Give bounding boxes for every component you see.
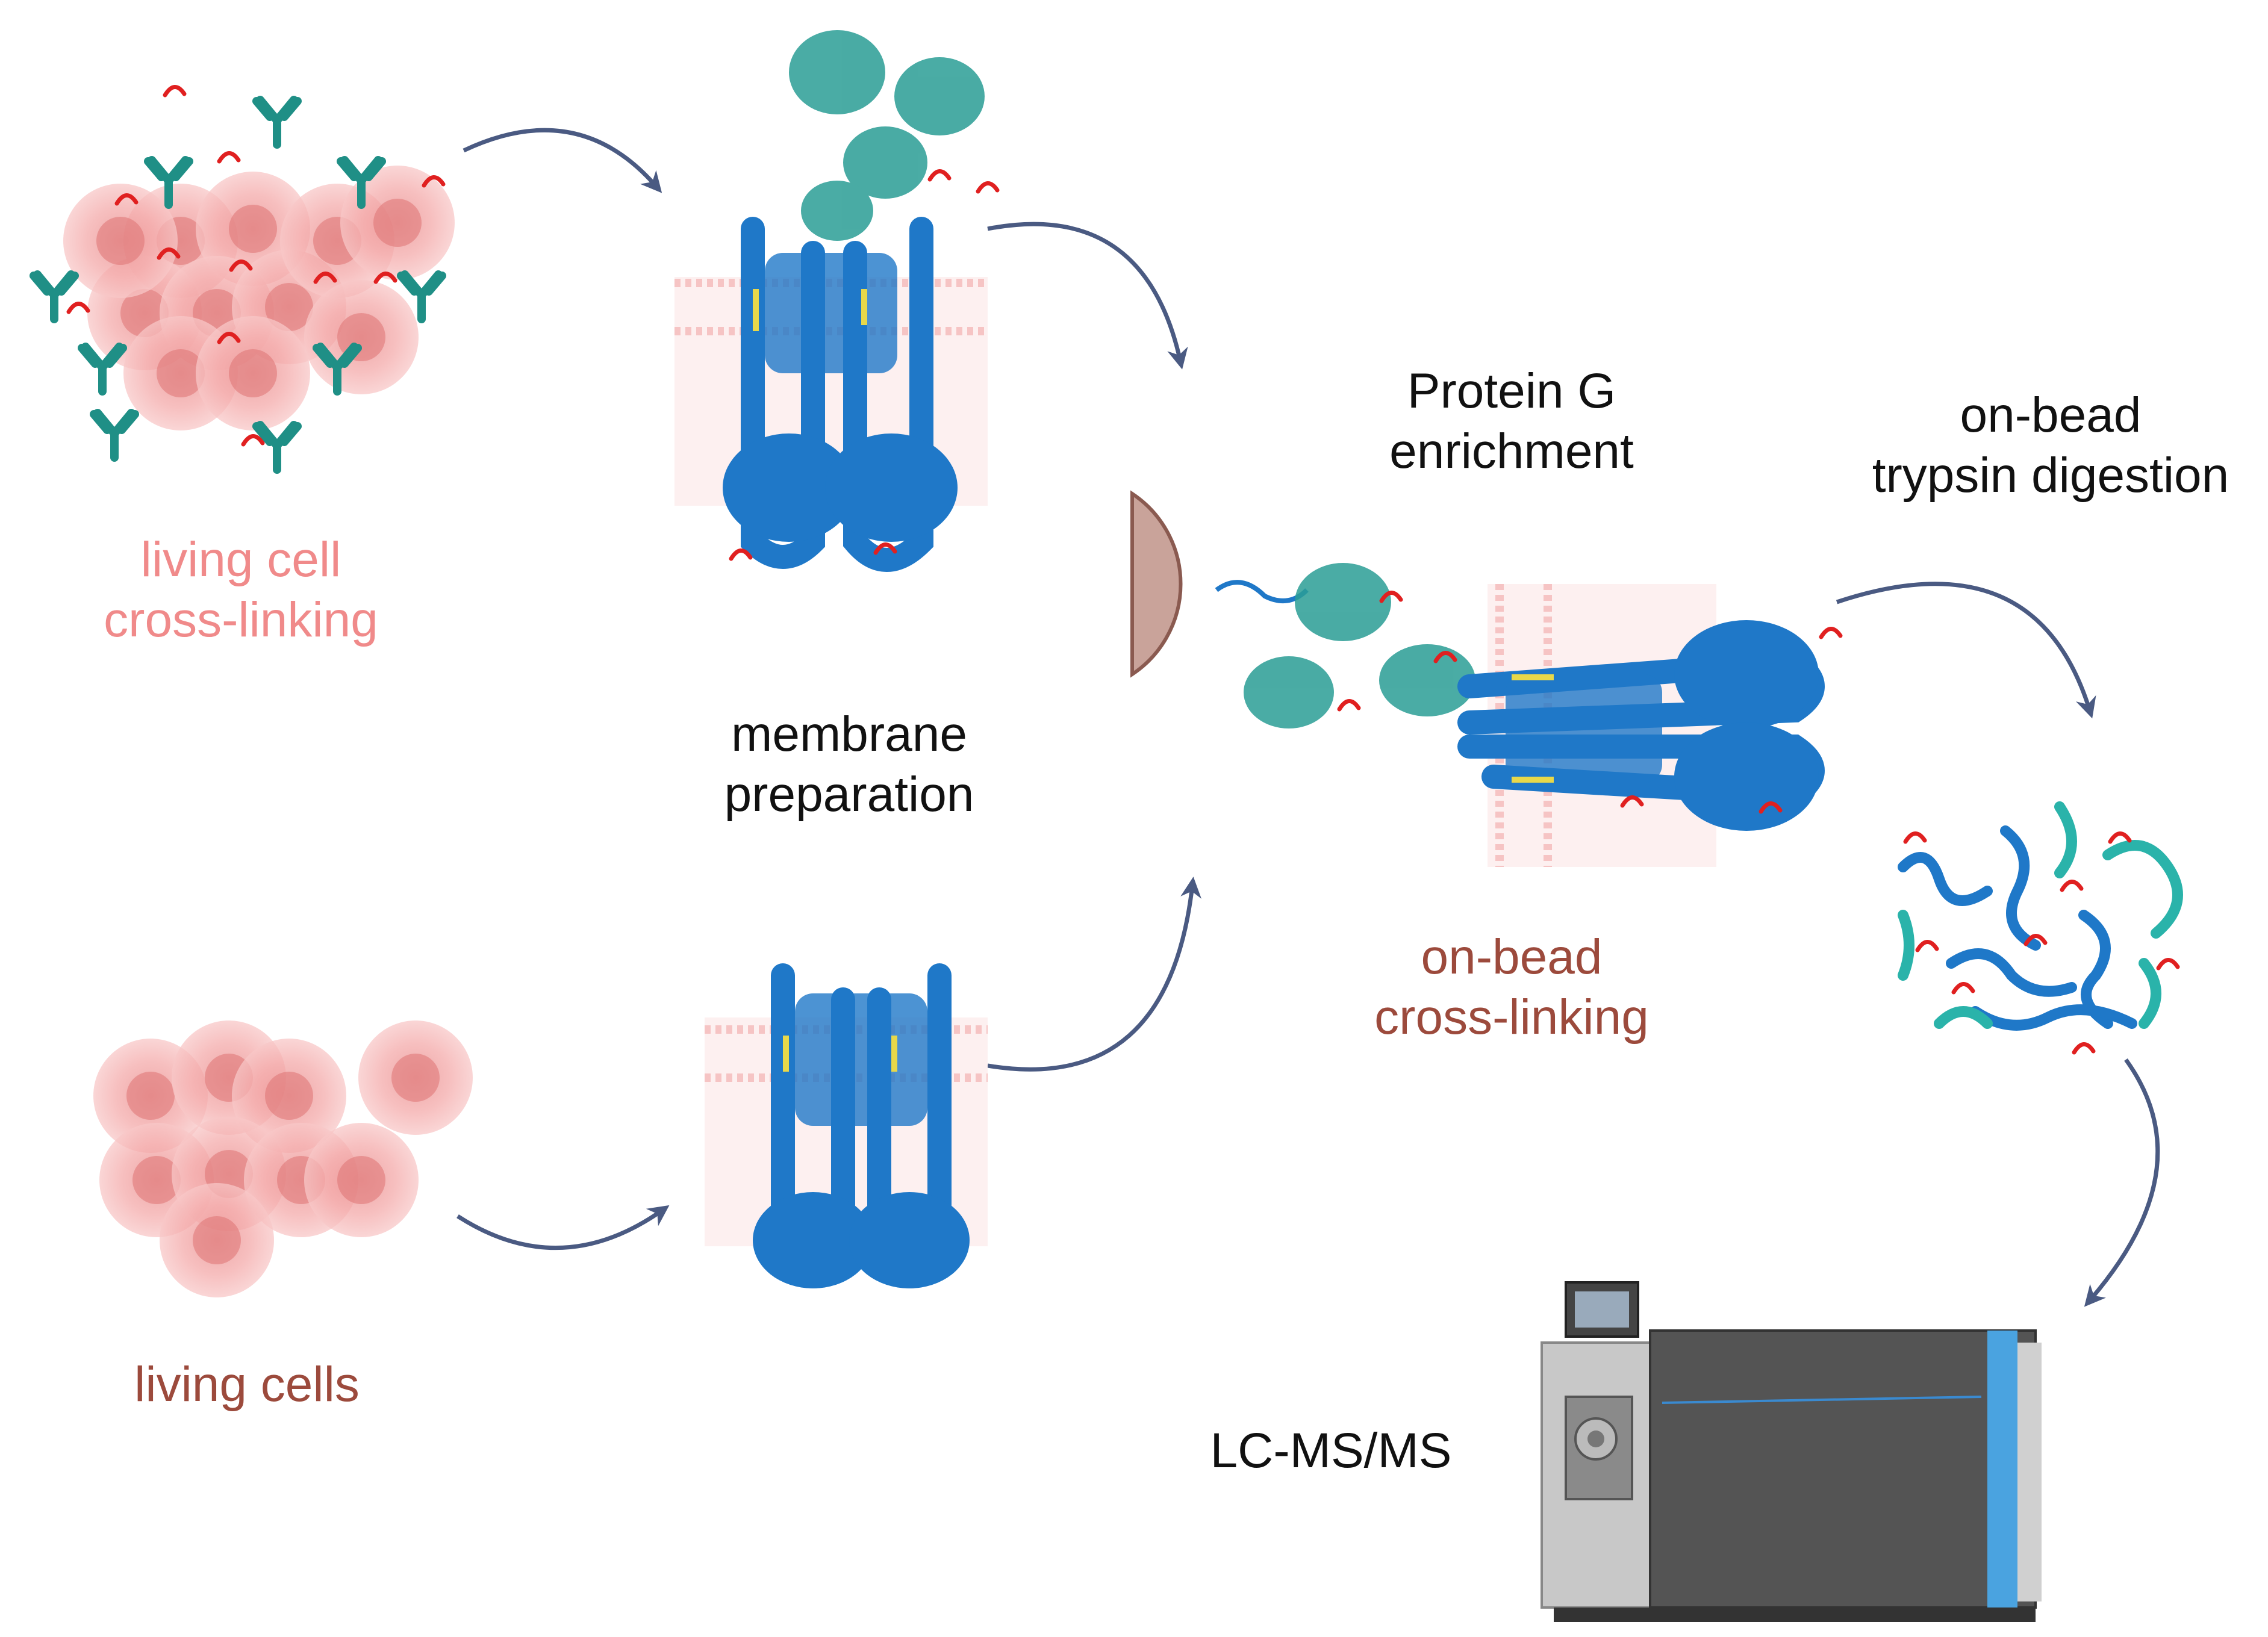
peptide-fragments-icon: [1898, 801, 2183, 1031]
protein-g-enrichment-label: Protein G enrichment: [1389, 364, 1634, 479]
membrane-preparation-label: membrane preparation: [724, 707, 974, 822]
cell-cluster-icon: [93, 1020, 473, 1297]
flow-arrow-icon: [456, 128, 2160, 1307]
living-cell-crosslinking-label: living cell cross-linking: [104, 532, 378, 647]
lc-ms-ms-label: LC-MS/MS: [1210, 1423, 1452, 1478]
on-bead-crosslinking-label: on-bead cross-linking: [1374, 930, 1649, 1045]
receptor-protein-icon: [723, 30, 997, 572]
on-bead-trypsin-digestion-label: on-bead trypsin digestion: [1872, 388, 2229, 503]
receptor-protein-icon: [1244, 563, 1840, 831]
mass-spectrometer-icon: [1541, 1281, 2042, 1622]
cell-cluster-icon: [63, 166, 455, 430]
receptor-protein-icon: [753, 963, 970, 1288]
living-cells-label: living cells: [134, 1357, 360, 1412]
protein-g-bead-icon: [1130, 490, 1309, 678]
